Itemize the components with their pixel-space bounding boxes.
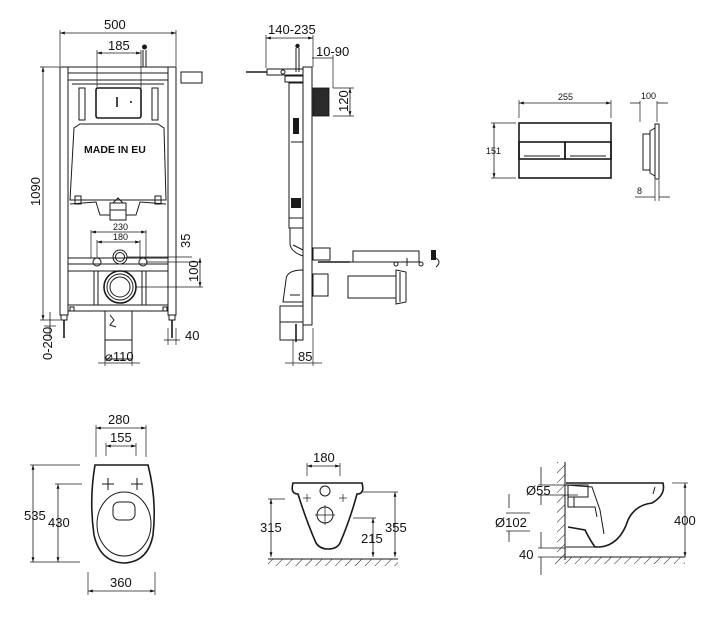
dim-frame-width: 500 [104, 17, 126, 32]
dim-bolt-height: 315 [260, 520, 282, 535]
dim-frame-height: 1090 [28, 177, 43, 206]
toilet-bowl-back [291, 482, 364, 550]
toilet-side-view: Ø55 Ø102 40 400 [495, 462, 696, 575]
flush-valve-box [95, 87, 142, 119]
dim-drain-diameter: ⌀110 [105, 349, 134, 364]
dim-depth: 140-235 [268, 22, 316, 37]
dim-bolt-spacing-top: 155 [110, 430, 132, 445]
side-post [302, 66, 313, 326]
dim-bolt-spacing-back: 180 [313, 450, 335, 465]
dim-outlet-height: 215 [361, 531, 383, 546]
dim-inlet-inner: 180 [113, 232, 128, 242]
floor-hatch-side [555, 557, 685, 564]
toilet-bowl-top [90, 464, 156, 564]
cistern-body [69, 123, 167, 201]
dim-inlet-outer: 230 [113, 222, 128, 232]
dim-bolt-to-front: 430 [48, 515, 70, 530]
flush-button-right [564, 141, 612, 160]
toilet-bowl-side [566, 482, 665, 548]
dim-toilet-max-width: 360 [110, 575, 132, 590]
dim-panel-height: 120 [336, 90, 351, 112]
dim-outlet-diameter: Ø102 [495, 515, 527, 530]
dim-inlet-offset: 35 [178, 234, 193, 248]
dim-plate-width: 255 [558, 92, 573, 102]
side-tab [180, 71, 203, 84]
dim-inlet-diameter: Ø55 [526, 483, 551, 498]
wall-hatch [557, 462, 565, 560]
flush-plate-view: 255 151 100 8 [486, 91, 670, 201]
floor-hatch [268, 559, 398, 566]
frame-side-view: 140-235 10-90 120 85 [246, 22, 440, 366]
dim-plate-height: 151 [486, 146, 501, 156]
toilet-back-view: 180 315 215 355 [260, 450, 407, 566]
dim-floor-gap: 40 [519, 547, 533, 562]
dim-toilet-top-width: 280 [108, 412, 130, 427]
dim-plate-thickness: 8 [637, 186, 642, 196]
toilet-top-view: 280 155 535 430 360 [24, 412, 156, 595]
drain-outlet [103, 270, 137, 304]
dim-foot-depth: 85 [298, 349, 312, 364]
dim-total-height: 400 [674, 513, 696, 528]
dim-plate-depth: 100 [641, 91, 656, 101]
left-post [59, 66, 69, 316]
dim-foot: 40 [185, 328, 199, 343]
frame-front-view: MADE IN EU [28, 17, 203, 366]
dim-wall-gap: 10-90 [316, 44, 349, 59]
dim-leg-adjust: 0-200 [40, 327, 55, 360]
side-panel-block [312, 87, 330, 117]
dim-toilet-length: 535 [24, 508, 46, 523]
flush-pipe [347, 275, 397, 299]
made-in-eu-label: MADE IN EU [84, 144, 146, 156]
dim-button-spacing: 185 [108, 38, 130, 53]
right-post [167, 66, 177, 316]
dim-top-height: 355 [385, 520, 407, 535]
connector-bracket [352, 250, 420, 263]
dim-outlet-offset: 100 [186, 260, 201, 282]
flush-plate-side [654, 123, 660, 180]
